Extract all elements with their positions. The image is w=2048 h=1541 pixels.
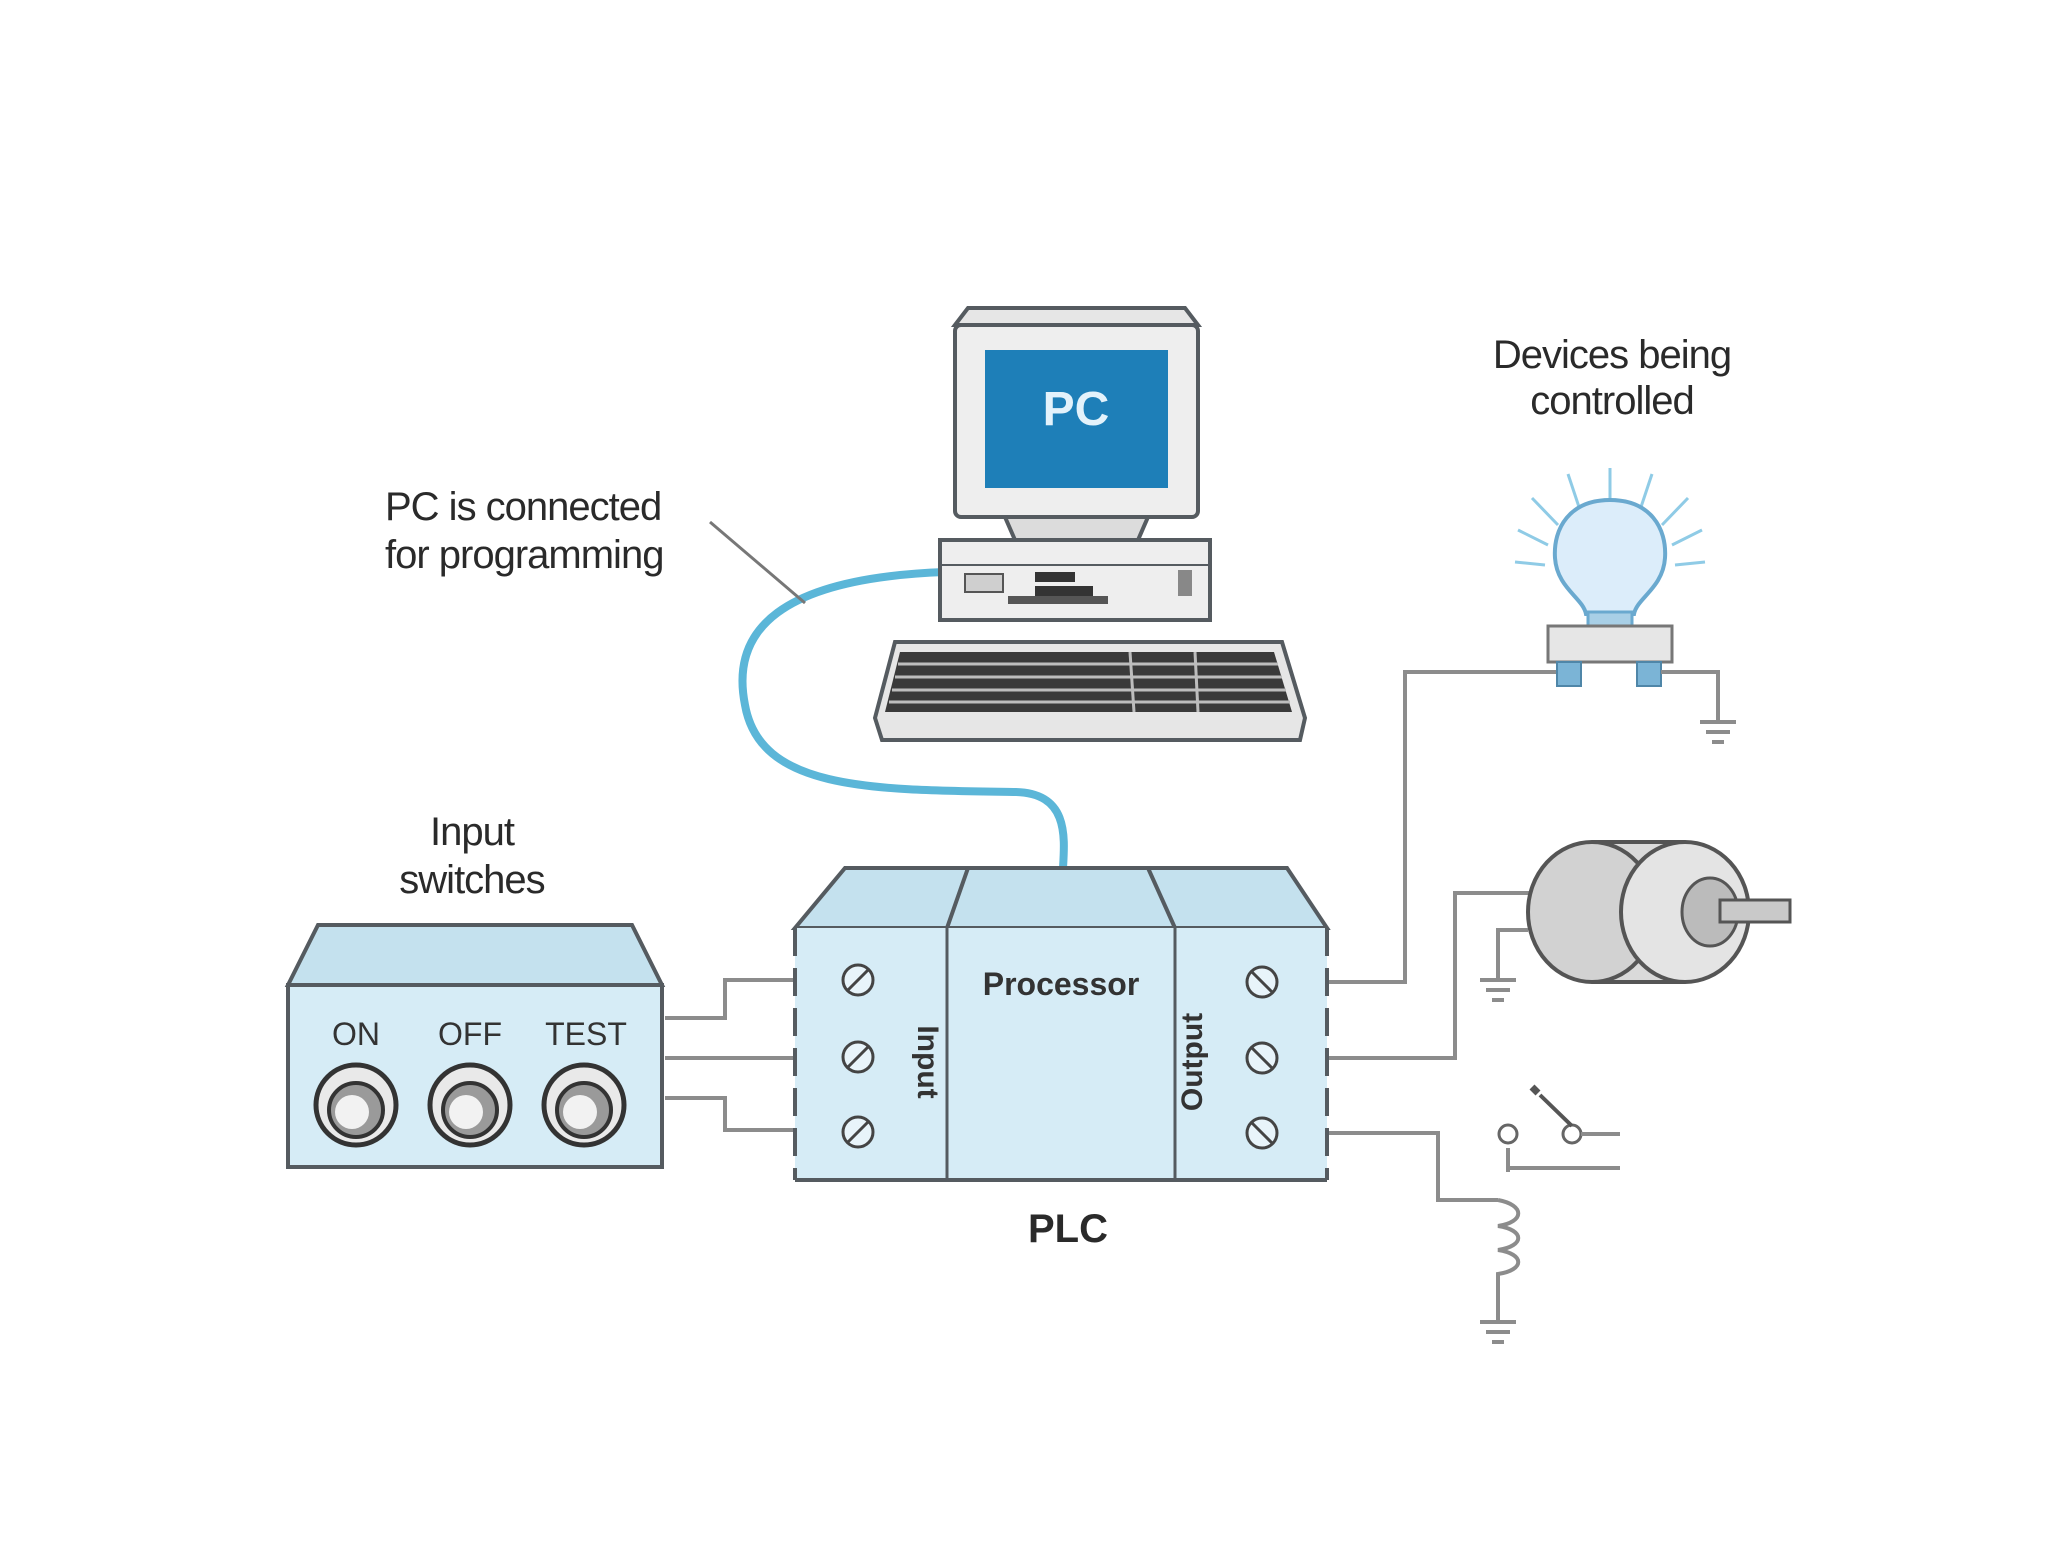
programming-cable xyxy=(738,568,1068,872)
pc-screen xyxy=(985,350,1168,488)
plc-label: PLC xyxy=(1028,1207,1108,1251)
switch-off-label: OFF xyxy=(438,1016,502,1052)
switch-test-label: TEST xyxy=(545,1016,627,1052)
pc-note-line2: for programming xyxy=(385,533,663,577)
relay-coil-icon xyxy=(1480,1198,1520,1344)
off-switch-icon xyxy=(427,1062,513,1148)
pc-note-leader xyxy=(709,520,806,605)
switch-on-label: ON xyxy=(332,1016,380,1052)
output-module-label: Output xyxy=(1176,1013,1209,1111)
input-module-label: Input xyxy=(911,1025,944,1098)
input-switch-box xyxy=(284,923,666,1169)
devices-label-line2: controlled xyxy=(1530,379,1693,423)
pc-computer-icon xyxy=(872,306,1308,742)
input-terminal-screws xyxy=(841,963,875,1149)
test-switch-icon xyxy=(541,1062,627,1148)
lamp-icon xyxy=(1514,468,1736,744)
input-switches-line1: Input xyxy=(430,810,515,854)
input-switches-line2: switches xyxy=(399,858,544,902)
devices-label-line1: Devices being xyxy=(1493,333,1731,377)
plc-rack xyxy=(790,866,1331,1182)
relay-contact-icon xyxy=(1497,1084,1620,1172)
pc-screen-label: PC xyxy=(1043,383,1110,436)
motor-icon xyxy=(1480,840,1792,1002)
on-switch-icon xyxy=(313,1062,399,1148)
pc-note-line1: PC is connected xyxy=(385,485,661,529)
output-wires xyxy=(1290,670,1568,1202)
processor-label: Processor xyxy=(983,966,1140,1002)
output-terminal-screws xyxy=(1245,965,1279,1150)
